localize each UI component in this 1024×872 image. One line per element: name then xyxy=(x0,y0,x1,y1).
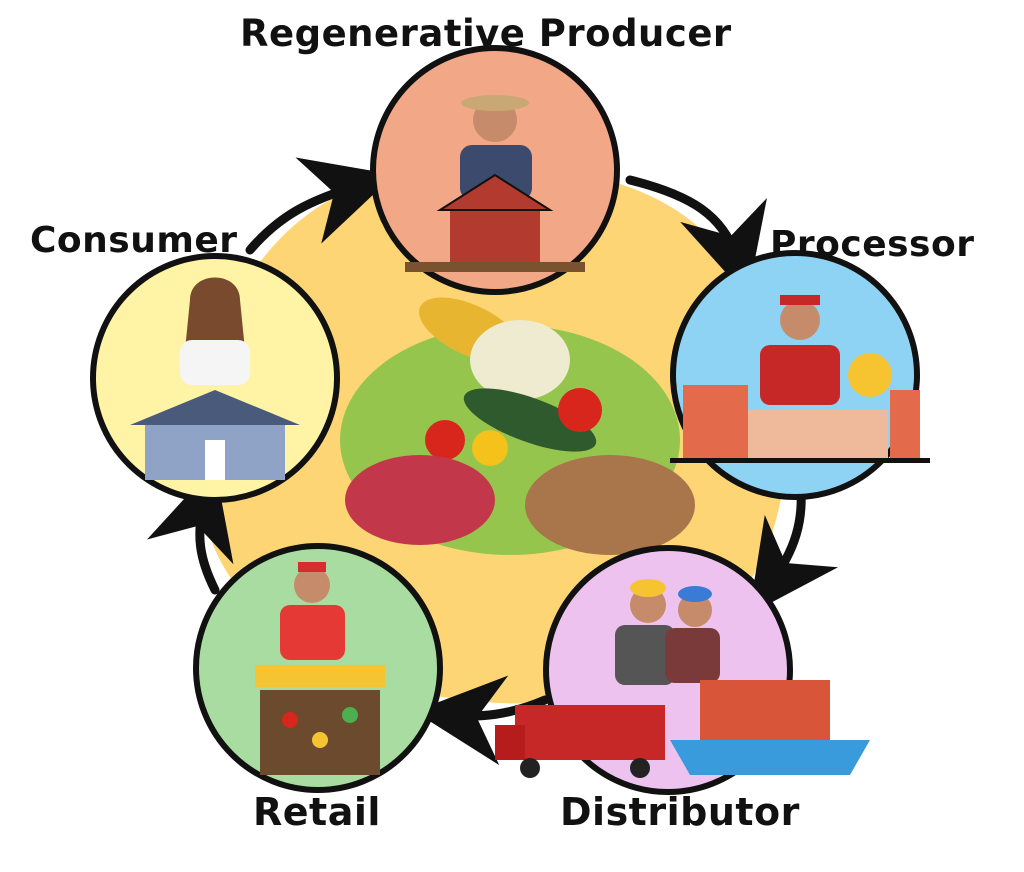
node-label-producer: Regenerative Producer xyxy=(240,12,732,55)
node-label-processor: Processor xyxy=(770,224,975,265)
node-retail xyxy=(193,543,443,793)
grocer-market-stall-icon xyxy=(255,562,385,775)
node-producer xyxy=(370,45,620,295)
arrow-producer-to-processor xyxy=(625,175,767,297)
worker-factory-icon xyxy=(670,295,930,463)
node-processor xyxy=(670,250,930,500)
node-label-distributor: Distributor xyxy=(560,790,800,834)
cycle-arrows xyxy=(146,157,839,766)
farmer-barn-icon xyxy=(405,95,585,272)
arrow-consumer-to-producer xyxy=(245,157,395,255)
food-basket-icon xyxy=(340,297,695,555)
node-label-retail: Retail xyxy=(253,790,381,834)
arrow-retail-to-consumer xyxy=(146,465,234,595)
node-distributor xyxy=(495,545,870,795)
node-consumer xyxy=(90,253,340,503)
workers-truck-ship-icon xyxy=(495,579,870,778)
arrow-distributor-to-retail xyxy=(414,675,550,766)
woman-house-groceries-icon xyxy=(130,277,300,480)
node-label-consumer: Consumer xyxy=(30,220,238,261)
